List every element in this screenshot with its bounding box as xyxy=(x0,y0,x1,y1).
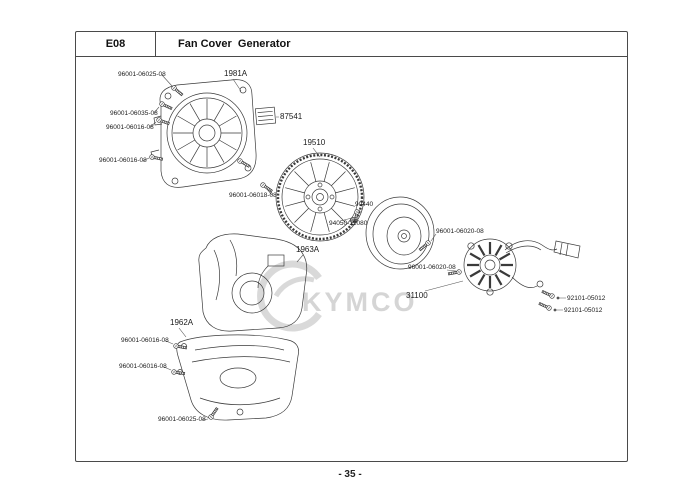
page-title: Fan Cover Generator xyxy=(178,38,291,50)
part-label: 1981A xyxy=(224,69,248,78)
part-label: 1962A xyxy=(170,318,194,327)
page-number: - 35 - xyxy=(338,469,362,480)
part-label: 96001-06016-08 xyxy=(119,363,167,370)
part-label: 96001-06016-08 xyxy=(99,157,147,164)
part-label: 96001-06025-08 xyxy=(158,416,206,423)
part-label: 96001-06016-08 xyxy=(121,337,169,344)
part-label: 96001-06018-08 xyxy=(229,192,277,199)
part-label: 90440 xyxy=(355,201,374,208)
page-header: E08 Fan Cover Generator xyxy=(76,32,627,57)
part-label: 94050-12080 xyxy=(329,220,368,227)
part-label: 1963A xyxy=(296,245,320,254)
part-label: 87541 xyxy=(280,112,303,121)
part-label: 96001-06035-08 xyxy=(110,110,158,117)
part-label: 92101-05012 xyxy=(567,295,606,302)
part-label: 96001-06025-08 xyxy=(118,71,166,78)
part-label: 92101-05012 xyxy=(564,307,603,314)
section-code: E08 xyxy=(76,32,156,56)
diagram-frame: E08 Fan Cover Generator xyxy=(75,31,628,462)
part-label: 96001-06016-08 xyxy=(106,124,154,131)
part-label: 31100 xyxy=(406,291,428,300)
part-label: 19510 xyxy=(303,138,326,147)
part-label: 96001-06020-08 xyxy=(408,264,456,271)
part-label: 96001-06020-08 xyxy=(436,228,484,235)
